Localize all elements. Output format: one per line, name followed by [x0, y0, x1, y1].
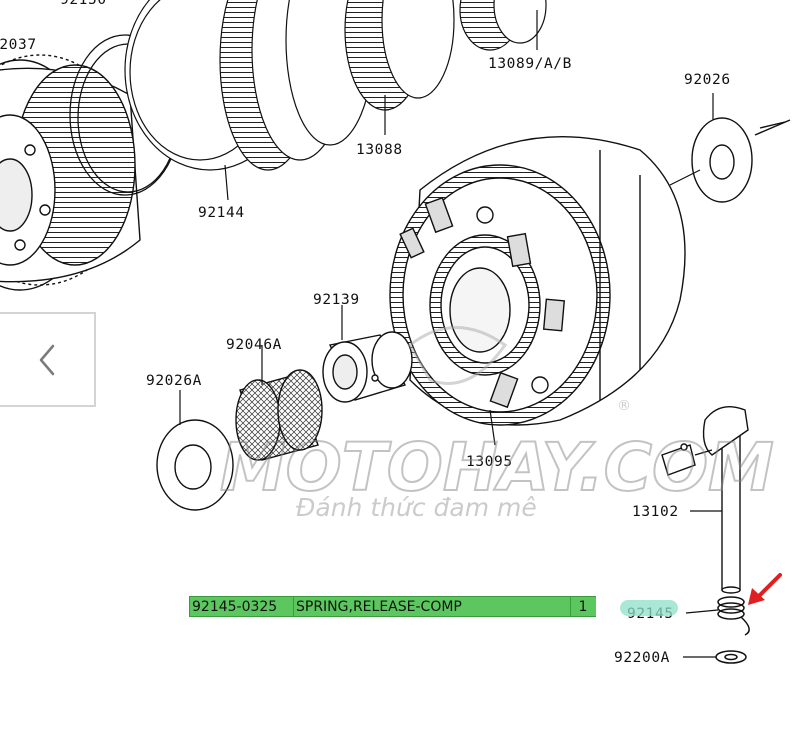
part-number: 92145-0325 — [189, 597, 294, 616]
hub-assembly — [0, 54, 141, 291]
thrust-washer-92026 — [691, 117, 791, 203]
label-92046a: 92046A — [226, 337, 282, 353]
label-92026a: 92026A — [146, 373, 202, 389]
part-quantity: 1 — [578, 598, 588, 615]
watermark-registered: ® — [617, 398, 631, 414]
label-13089: 13089/A/B — [488, 56, 572, 72]
release-shaft-13102 — [661, 406, 749, 594]
watermark-brand: MOTOHAY.COM — [220, 429, 774, 506]
label-92200a: 92200A — [614, 650, 670, 666]
friction-plate-stack — [124, 0, 547, 171]
label-92037: 92037 — [0, 37, 37, 53]
label-13102: 13102 — [632, 504, 679, 520]
needle-bearing-92046a — [235, 369, 323, 461]
watermark: MOTOHAY.COM Đánh thức đam mê ® — [219, 326, 775, 522]
label-92144: 92144 — [198, 205, 245, 221]
callout-labels: 92150 92037 92144 13088 13089/A/B 92026 … — [0, 0, 731, 666]
leader-lines — [179, 10, 722, 658]
red-arrow-icon — [748, 573, 782, 605]
washer-92200a — [715, 650, 747, 664]
spring-92145 — [717, 596, 750, 636]
thrust-washer-92026a — [156, 419, 234, 511]
label-92150: 92150 — [60, 0, 107, 8]
label-92026: 92026 — [684, 72, 731, 88]
label-92139: 92139 — [313, 292, 360, 308]
label-13095: 13095 — [466, 454, 513, 470]
label-highlight — [620, 600, 678, 616]
part-info-row[interactable]: 92145-0325 SPRING,RELEASE-COMP 1 — [189, 596, 596, 617]
label-13088: 13088 — [356, 142, 403, 158]
chevron-left-icon — [39, 344, 55, 375]
part-description: SPRING,RELEASE-COMP — [294, 597, 571, 616]
prev-image-button[interactable] — [0, 312, 96, 407]
collar-92139 — [322, 331, 413, 403]
watermark-tagline: Đánh thức đam mê — [296, 493, 537, 522]
clutch-housing-13095 — [389, 136, 686, 426]
